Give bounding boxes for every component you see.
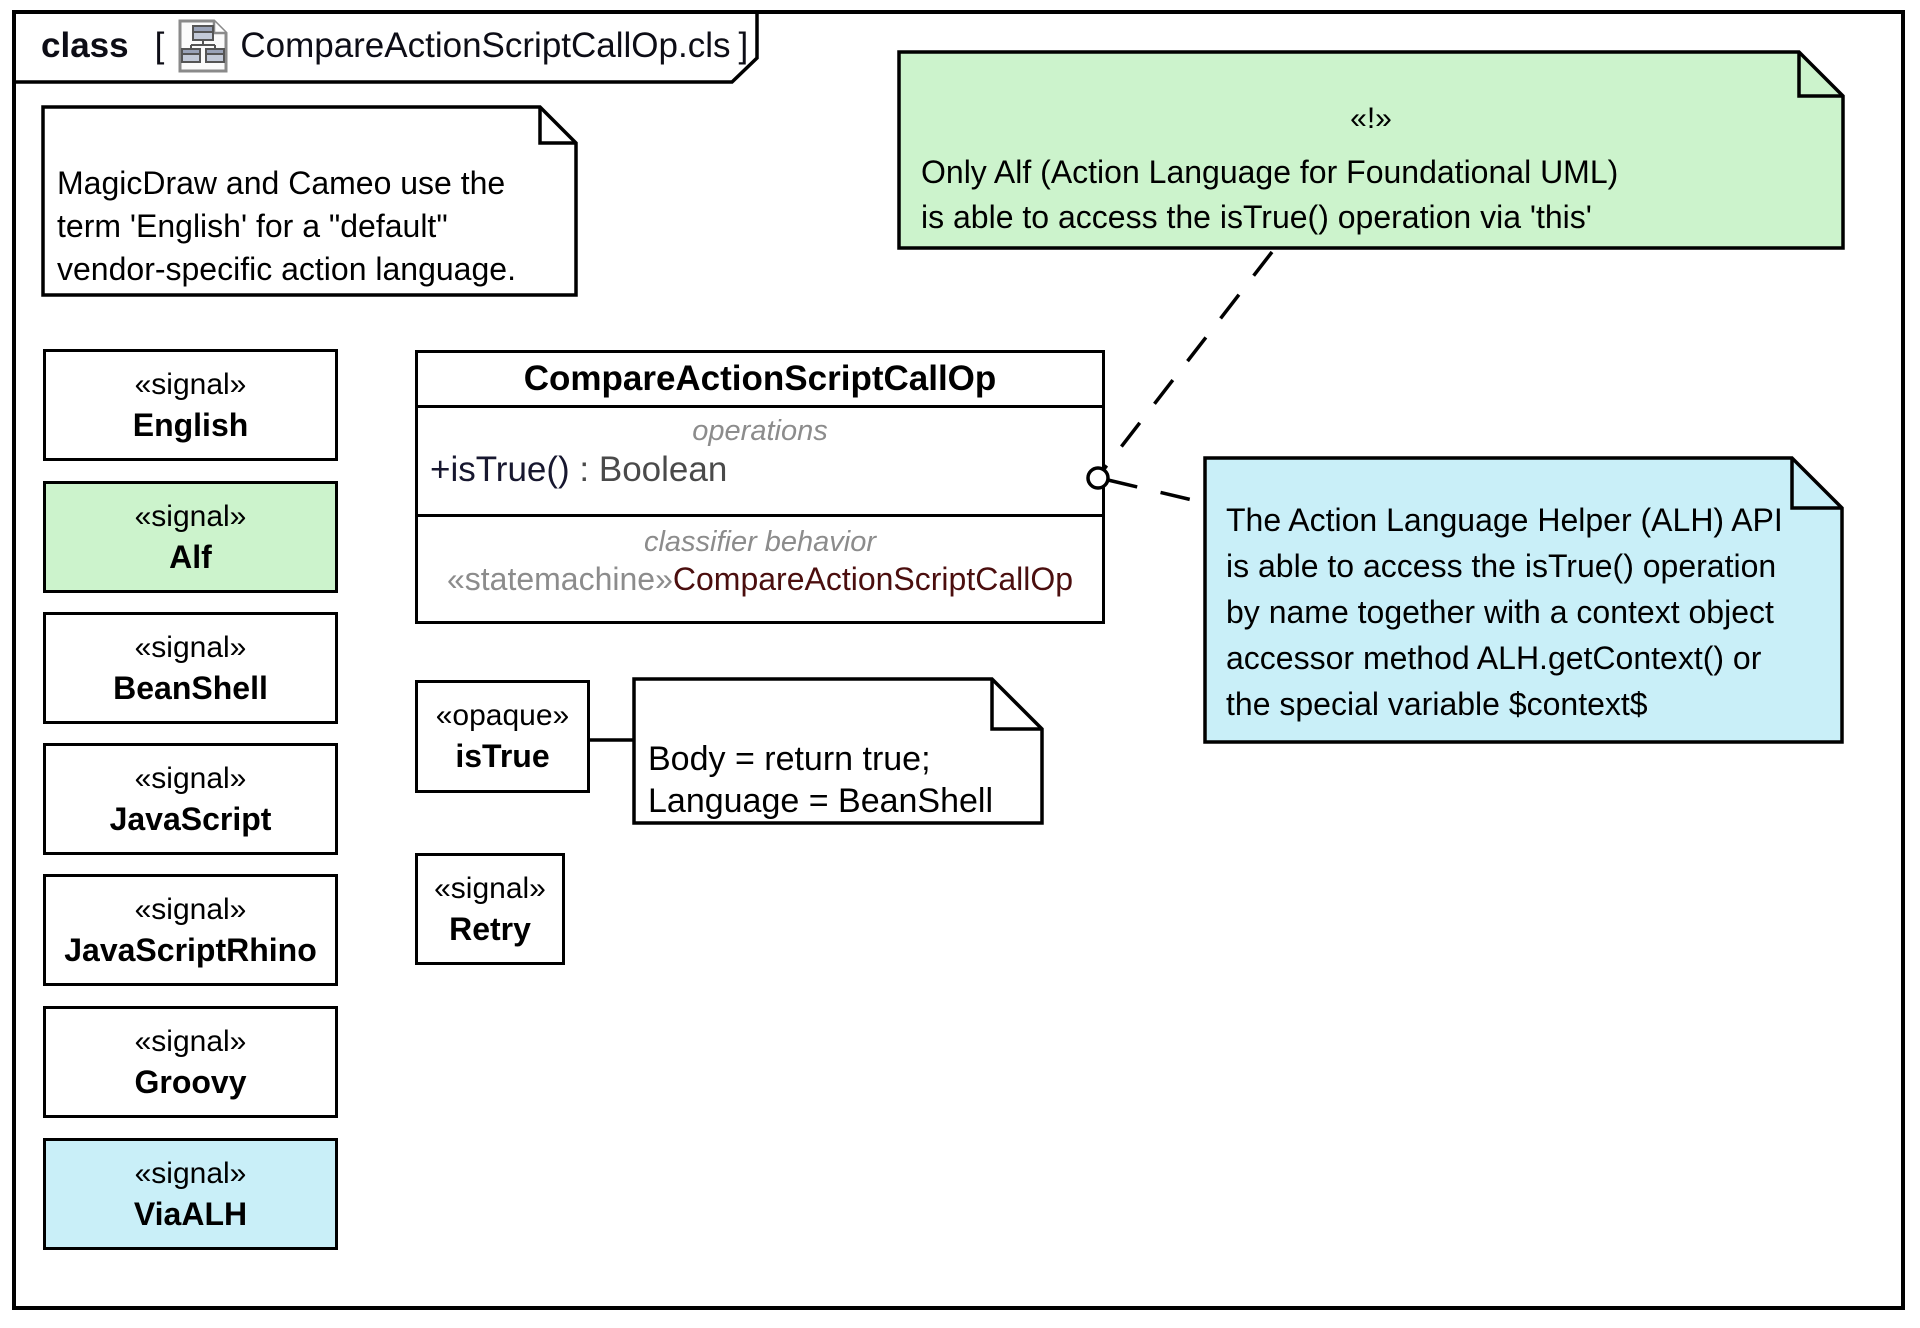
note-alf-only-text: Only Alf (Action Language for Foundation… xyxy=(921,154,1619,235)
signal-name: ViaALH xyxy=(133,1195,248,1232)
signal-box-beanshell[interactable]: «signal» BeanShell xyxy=(43,612,338,724)
statemachine-name: CompareActionScriptCallOp xyxy=(672,561,1074,597)
opaque-stereotype: «opaque» xyxy=(435,699,570,732)
signal-name: BeanShell xyxy=(113,669,268,706)
operations-label: operations xyxy=(692,415,828,447)
classifier-behavior-label: classifier behavior xyxy=(643,526,877,558)
opaque-box-istrue[interactable]: «opaque» isTrue xyxy=(415,680,590,793)
signal-stereotype: «signal» xyxy=(134,892,247,926)
classifier-behavior-value[interactable]: «statemachine»CompareActionScriptCallOp xyxy=(418,560,1102,598)
note-alh-api-shape[interactable] xyxy=(1203,456,1844,744)
signal-stereotype: «signal» xyxy=(134,1156,247,1190)
class-name: CompareActionScriptCallOp xyxy=(418,353,1102,408)
signal-box-javascriptrhino[interactable]: «signal» JavaScriptRhino xyxy=(43,874,338,986)
diagram-frame-tab: class [ CompareActionScriptCallOp.cls ] xyxy=(12,12,757,80)
note-alh-api-text: The Action Language Helper (ALH) API is … xyxy=(1226,502,1783,722)
note-default-shape[interactable] xyxy=(41,105,578,297)
opaque-name: isTrue xyxy=(455,738,550,774)
signal-stereotype: «signal» xyxy=(134,1024,247,1058)
signal-box-english[interactable]: «signal» English xyxy=(43,349,338,461)
frame-bracket-open: [ xyxy=(154,26,165,65)
operations-compartment: operations +isTrue() : Boolean xyxy=(418,408,1102,517)
signal-name: English xyxy=(132,406,249,443)
signal-stereotype: «signal» xyxy=(134,367,247,401)
signal-stereotype: «signal» xyxy=(134,761,247,795)
note-opaque-body-shape[interactable] xyxy=(632,677,1044,825)
signal-name: Groovy xyxy=(134,1063,247,1100)
operation-name: +isTrue() xyxy=(430,450,570,489)
signal-box-viaalh[interactable]: «signal» ViaALH xyxy=(43,1138,338,1250)
classifier-behavior-compartment: classifier behavior «statemachine»Compar… xyxy=(418,517,1102,598)
note-alf-stereotype: «!» xyxy=(1350,102,1392,135)
statemachine-stereotype: «statemachine» xyxy=(446,561,673,597)
class-diagram-icon xyxy=(178,19,228,73)
signal-name: Retry xyxy=(449,910,531,947)
signal-stereotype: «signal» xyxy=(434,871,546,905)
note-default-language-text: MagicDraw and Cameo use the term 'Englis… xyxy=(57,165,516,287)
frame-keyword: class xyxy=(41,26,129,65)
note-opaque-body-text: Body = return true; Language = BeanShell xyxy=(648,740,994,820)
signal-box-alf[interactable]: «signal» Alf xyxy=(43,481,338,593)
frame-title: CompareActionScriptCallOp.cls xyxy=(240,26,731,65)
signal-name: JavaScriptRhino xyxy=(64,931,317,968)
signal-name: Alf xyxy=(169,538,212,575)
diagram-frame xyxy=(12,10,1905,1310)
signal-box-javascript[interactable]: «signal» JavaScript xyxy=(43,743,338,855)
signal-stereotype: «signal» xyxy=(134,499,247,533)
signal-name: JavaScript xyxy=(109,800,272,837)
class-box-compareactionscriptcallop[interactable]: CompareActionScriptCallOp operations +is… xyxy=(415,350,1105,624)
signal-stereotype: «signal» xyxy=(134,630,247,664)
signal-box-groovy[interactable]: «signal» Groovy xyxy=(43,1006,338,1118)
signal-box-retry[interactable]: «signal» Retry xyxy=(415,853,565,965)
frame-bracket-close: ] xyxy=(738,26,749,65)
note-alf-only-shape[interactable] xyxy=(897,50,1845,250)
operation-istrue[interactable]: +isTrue() : Boolean xyxy=(418,450,1102,490)
operation-return-type: : Boolean xyxy=(569,450,728,489)
